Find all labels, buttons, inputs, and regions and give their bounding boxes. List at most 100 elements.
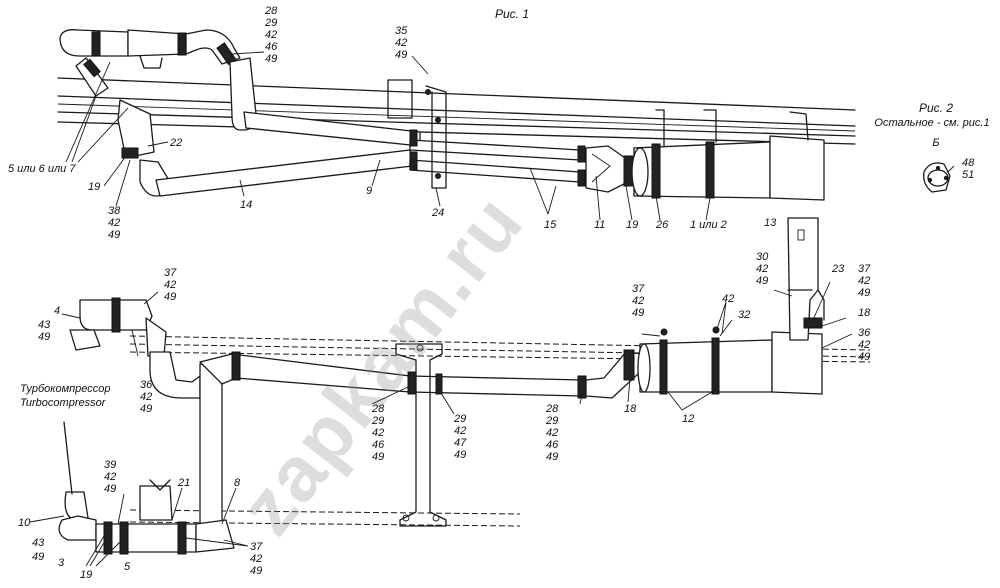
fig2-part-view-b — [923, 162, 951, 193]
turbo-elbow-bottom — [69, 297, 201, 399]
pipe-downpipe — [229, 57, 421, 147]
callout-label: 21 — [177, 477, 190, 489]
callout-label: 38 — [108, 205, 121, 217]
callout-label: 15 — [544, 219, 557, 231]
callout-label: 42 — [104, 471, 116, 483]
callout-label: 42 — [140, 391, 152, 403]
callout-label: 46 — [265, 41, 278, 53]
callout-label: 42 — [858, 275, 870, 287]
callout-label: 37 — [858, 263, 871, 275]
callout-label: 35 — [395, 25, 408, 37]
callout-label: 42 — [250, 553, 262, 565]
callout-label: 42 — [756, 263, 768, 275]
figure-2-note: Остальное - см. рис.1 — [874, 117, 989, 129]
callout-label: 42 — [858, 339, 870, 351]
callout-label: 13 — [764, 217, 777, 229]
callout-label: 49 — [632, 307, 644, 319]
leader-lines — [29, 51, 955, 567]
pipe-bracket-22 — [117, 99, 413, 197]
callout-label: 18 — [624, 403, 637, 415]
frame-rail-top — [57, 77, 856, 145]
callout-label: 49 — [104, 483, 116, 495]
callout-label: 43 — [38, 319, 51, 331]
muffler-bottom — [637, 326, 823, 395]
callout-label: 39 — [104, 459, 116, 471]
callout-label: 42 — [722, 293, 734, 305]
figure-1-title: Рис. 1 — [495, 7, 529, 21]
callout-label: 1 или 2 — [690, 219, 727, 231]
callout-label: 23 — [831, 263, 845, 275]
callout-label: 32 — [738, 309, 750, 321]
callout-label: 42 — [108, 217, 120, 229]
callout-label: 18 — [858, 307, 871, 319]
callout-label: 28 — [371, 403, 385, 415]
turbo-elbow-top — [59, 29, 241, 97]
pipes-15 — [409, 129, 586, 187]
muffler-top — [631, 109, 825, 201]
callout-label: 49 — [395, 49, 407, 61]
view-b-label: Б — [932, 137, 939, 149]
callout-labels: 28 29 42 46 49 35 42 49 22 5 или 6 или 7… — [8, 5, 975, 581]
callout-label: 42 — [372, 427, 384, 439]
callout-label: 5 — [124, 561, 131, 573]
callout-label: 29 — [453, 413, 466, 425]
callout-label: 49 — [32, 551, 44, 563]
callout-label: 24 — [431, 207, 444, 219]
callout-label: 49 — [265, 53, 277, 65]
callout-label: 49 — [38, 331, 50, 343]
callout-label: 42 — [164, 279, 176, 291]
callout-label: 5 или 6 или 7 — [8, 163, 76, 175]
callout-label: 3 — [58, 557, 65, 569]
callout-label: 42 — [454, 425, 466, 437]
callout-label: 42 — [546, 427, 558, 439]
callout-label: 42 — [632, 295, 644, 307]
bracket-24 — [387, 79, 447, 189]
callout-label: 46 — [372, 439, 385, 451]
pipe-main-bottom — [231, 349, 643, 399]
callout-label: 49 — [372, 451, 384, 463]
callout-label: 49 — [164, 291, 176, 303]
turbocompressor-label-en: Turbocompressor — [20, 397, 107, 409]
figure-2-title: Рис. 2 — [919, 101, 953, 115]
callout-label: 36 — [858, 327, 871, 339]
callout-label: 49 — [140, 403, 152, 415]
callout-label: 42 — [395, 37, 407, 49]
callout-label: 19 — [80, 569, 92, 581]
callout-label: 37 — [250, 541, 263, 553]
callout-label: 30 — [756, 251, 769, 263]
callout-label: 49 — [756, 275, 768, 287]
figure-1-drawing — [57, 29, 951, 201]
tailpipe-13 — [787, 217, 825, 341]
callout-label: 19 — [626, 219, 638, 231]
callout-label: 28 — [264, 5, 278, 17]
callout-label: 49 — [858, 351, 870, 363]
callout-label: 49 — [108, 229, 120, 241]
y-junction-11 — [585, 145, 635, 193]
callout-label: 49 — [250, 565, 262, 577]
callout-label: 49 — [454, 449, 466, 461]
callout-label: 29 — [371, 415, 384, 427]
figure-2-drawing — [58, 217, 871, 555]
callout-label: 29 — [264, 17, 277, 29]
callout-label: 46 — [546, 439, 559, 451]
callout-label: 37 — [632, 283, 645, 295]
callout-label: 8 — [234, 477, 241, 489]
callout-label: 11 — [594, 219, 605, 231]
callout-label: 22 — [169, 137, 182, 149]
callout-label: 10 — [18, 517, 31, 529]
callout-label: 12 — [682, 413, 694, 425]
callout-label: 14 — [240, 199, 252, 211]
callout-label: 29 — [545, 415, 558, 427]
callout-label: 48 — [962, 157, 975, 169]
callout-label: 19 — [88, 181, 100, 193]
callout-label: 47 — [454, 437, 467, 449]
callout-label: 36 — [140, 379, 153, 391]
callout-label: 37 — [164, 267, 177, 279]
callout-label: 28 — [545, 403, 559, 415]
bracket-bottom — [395, 343, 447, 527]
callout-label: 4 — [54, 305, 60, 317]
callout-label: 42 — [265, 29, 277, 41]
callout-label: 43 — [32, 537, 45, 549]
